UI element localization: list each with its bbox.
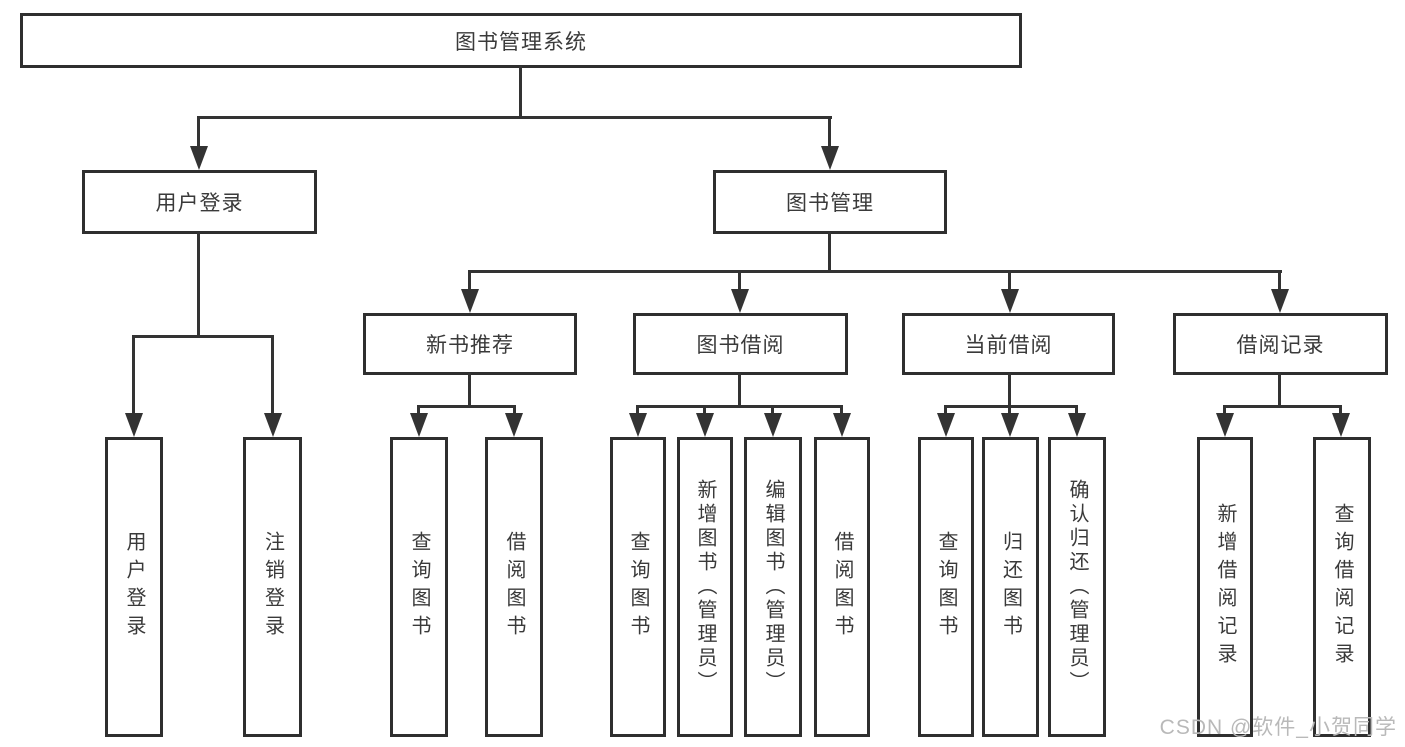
node-user-login-label: 用户登录 [155,192,244,215]
node-book-management: 图书管理 [713,170,947,234]
leaf-borrow-books-borrowing-label: 借阅图书 [831,531,853,643]
connector-line [840,405,843,417]
leaf-confirm-return-admin-label: 确认归还（管理员） [1066,479,1088,695]
arrow-down-icon [696,413,714,437]
node-root: 图书管理系统 [20,13,1022,68]
connector-line [1223,405,1342,408]
connector-line [197,232,200,338]
arrow-down-icon [731,289,749,313]
node-current-borrowing-label: 当前借阅 [964,334,1053,357]
connector-line [197,116,832,119]
arrow-down-icon [1332,413,1350,437]
leaf-return-books: 归还图书 [982,437,1039,737]
leaf-borrow-books-recommend-label: 借阅图书 [503,531,525,643]
connector-line [132,335,135,415]
node-current-borrowing: 当前借阅 [902,313,1115,375]
arrow-down-icon [629,413,647,437]
connector-line [1339,405,1342,417]
connector-line [468,373,471,407]
leaf-query-borrow-record-label: 查询借阅记录 [1331,503,1353,671]
leaf-query-books-borrowing: 查询图书 [610,437,666,737]
arrow-down-icon [937,413,955,437]
arrow-down-icon [821,146,839,170]
leaf-query-books-recommend: 查询图书 [390,437,448,737]
connector-line [1223,405,1226,417]
leaf-query-books-recommend-label: 查询图书 [408,531,430,643]
leaf-add-book-admin: 新增图书（管理员） [677,437,733,737]
connector-line [1278,270,1281,292]
connector-line [271,335,274,415]
connector-line [703,405,706,417]
connector-line [468,270,471,292]
leaf-query-books-borrowing-label: 查询图书 [627,531,649,643]
arrow-down-icon [264,413,282,437]
leaf-add-borrow-record-label: 新增借阅记录 [1214,503,1236,671]
leaf-user-login-label: 用户登录 [123,531,145,643]
leaf-logout: 注销登录 [243,437,302,737]
connector-line [513,405,516,417]
arrow-down-icon [1271,289,1289,313]
csdn-watermark: CSDN @软件_小贺同学 [1159,716,1397,739]
node-book-management-label: 图书管理 [786,192,874,215]
connector-line [417,405,420,417]
connector-line [944,405,947,417]
arrow-down-icon [461,289,479,313]
connector-line [468,270,1282,273]
node-book-borrowing: 图书借阅 [633,313,848,375]
leaf-return-books-label: 归还图书 [999,531,1022,643]
leaf-borrow-books-recommend: 借阅图书 [485,437,543,737]
connector-line [519,66,522,118]
node-borrowing-records-label: 借阅记录 [1236,334,1325,357]
arrow-down-icon [410,413,428,437]
connector-line [636,405,639,417]
connector-line [1008,373,1011,407]
connector-line [828,116,831,148]
arrow-down-icon [1001,413,1019,437]
node-borrowing-records: 借阅记录 [1173,313,1388,375]
node-user-login: 用户登录 [82,170,317,234]
arrow-down-icon [125,413,143,437]
node-new-book-recommendation: 新书推荐 [363,313,577,375]
arrow-down-icon [764,413,782,437]
leaf-edit-book-admin-label: 编辑图书（管理员） [762,479,784,695]
arrow-down-icon [1001,289,1019,313]
node-book-borrowing-label: 图书借阅 [696,334,785,357]
arrow-down-icon [1068,413,1086,437]
connector-line [1278,373,1281,407]
leaf-query-books-current-label: 查询图书 [935,531,957,643]
leaf-confirm-return-admin: 确认归还（管理员） [1048,437,1106,737]
leaf-query-books-current: 查询图书 [918,437,974,737]
arrow-down-icon [833,413,851,437]
leaf-add-book-admin-label: 新增图书（管理员） [694,479,716,695]
connector-line [636,405,842,408]
connector-line [1075,405,1078,417]
leaf-user-login: 用户登录 [105,437,163,737]
arrow-down-icon [190,146,208,170]
connector-line [828,232,831,273]
connector-line [417,405,516,408]
connector-line [1008,405,1011,417]
connector-line [132,335,274,338]
leaf-query-borrow-record: 查询借阅记录 [1313,437,1371,737]
connector-line [738,373,741,407]
arrow-down-icon [505,413,523,437]
connector-line [738,270,741,292]
connector-line [1008,270,1011,292]
node-new-book-recommendation-label: 新书推荐 [426,334,514,357]
arrow-down-icon [1216,413,1234,437]
leaf-add-borrow-record: 新增借阅记录 [1197,437,1253,737]
leaf-edit-book-admin: 编辑图书（管理员） [744,437,802,737]
leaf-borrow-books-borrowing: 借阅图书 [814,437,870,737]
connector-line [771,405,774,417]
leaf-logout-label: 注销登录 [261,531,284,643]
connector-line [197,116,200,148]
node-root-label: 图书管理系统 [455,30,587,54]
